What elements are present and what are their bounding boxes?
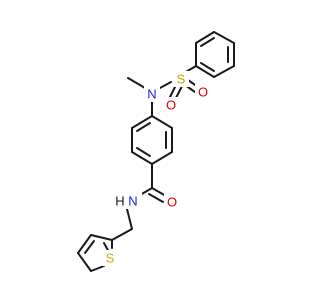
atom-label-sulfonyl-s: S	[173, 71, 189, 87]
bond	[195, 31, 215, 44]
atom-s-sulfonyl: S	[177, 72, 186, 87]
structure-svg: N S O O O H N S	[77, 31, 235, 272]
atom-h-amide: H	[115, 194, 124, 209]
bond	[77, 252, 92, 272]
atom-s-thiophene: S	[106, 251, 115, 266]
atom-o-carbonyl: O	[167, 195, 177, 210]
bond	[200, 37, 215, 47]
bond	[148, 193, 164, 203]
bond	[90, 265, 105, 272]
atom-o-sulfonyl-left: O	[166, 98, 176, 113]
bond	[126, 208, 133, 230]
bond	[151, 187, 167, 197]
bond	[200, 62, 215, 72]
bond	[151, 115, 173, 129]
bond	[136, 122, 151, 132]
atom-label-sulfonyl-o-left: O	[163, 97, 179, 113]
atom-label-amide-nh: H N	[112, 193, 142, 209]
atom-o-sulfonyl-right: O	[198, 85, 208, 100]
atom-n-sulfonamide: N	[147, 87, 156, 102]
bond	[111, 228, 133, 241]
bond	[159, 81, 172, 89]
bond	[131, 115, 153, 129]
bond	[90, 234, 113, 241]
atom-label-thiophene-s: S	[102, 250, 118, 266]
bond	[84, 240, 95, 254]
bond	[127, 77, 146, 89]
atom-n-amide: N	[128, 194, 137, 209]
bond	[77, 234, 92, 254]
bond	[213, 31, 235, 44]
atom-label-sulfonamide-n: N	[144, 86, 160, 102]
bond	[136, 147, 151, 157]
atom-label-sulfonyl-o-right: O	[195, 84, 211, 100]
bond	[131, 151, 153, 165]
bond	[195, 65, 215, 78]
benzene-ring-central	[131, 115, 173, 165]
bond	[151, 151, 173, 165]
molecule-diagram: N S O O O H N S	[77, 31, 235, 272]
bond	[213, 65, 235, 78]
thiophene-ring	[77, 234, 113, 272]
atom-label-carbonyl-o: O	[164, 194, 180, 210]
phenyl-ring-top	[195, 31, 235, 78]
